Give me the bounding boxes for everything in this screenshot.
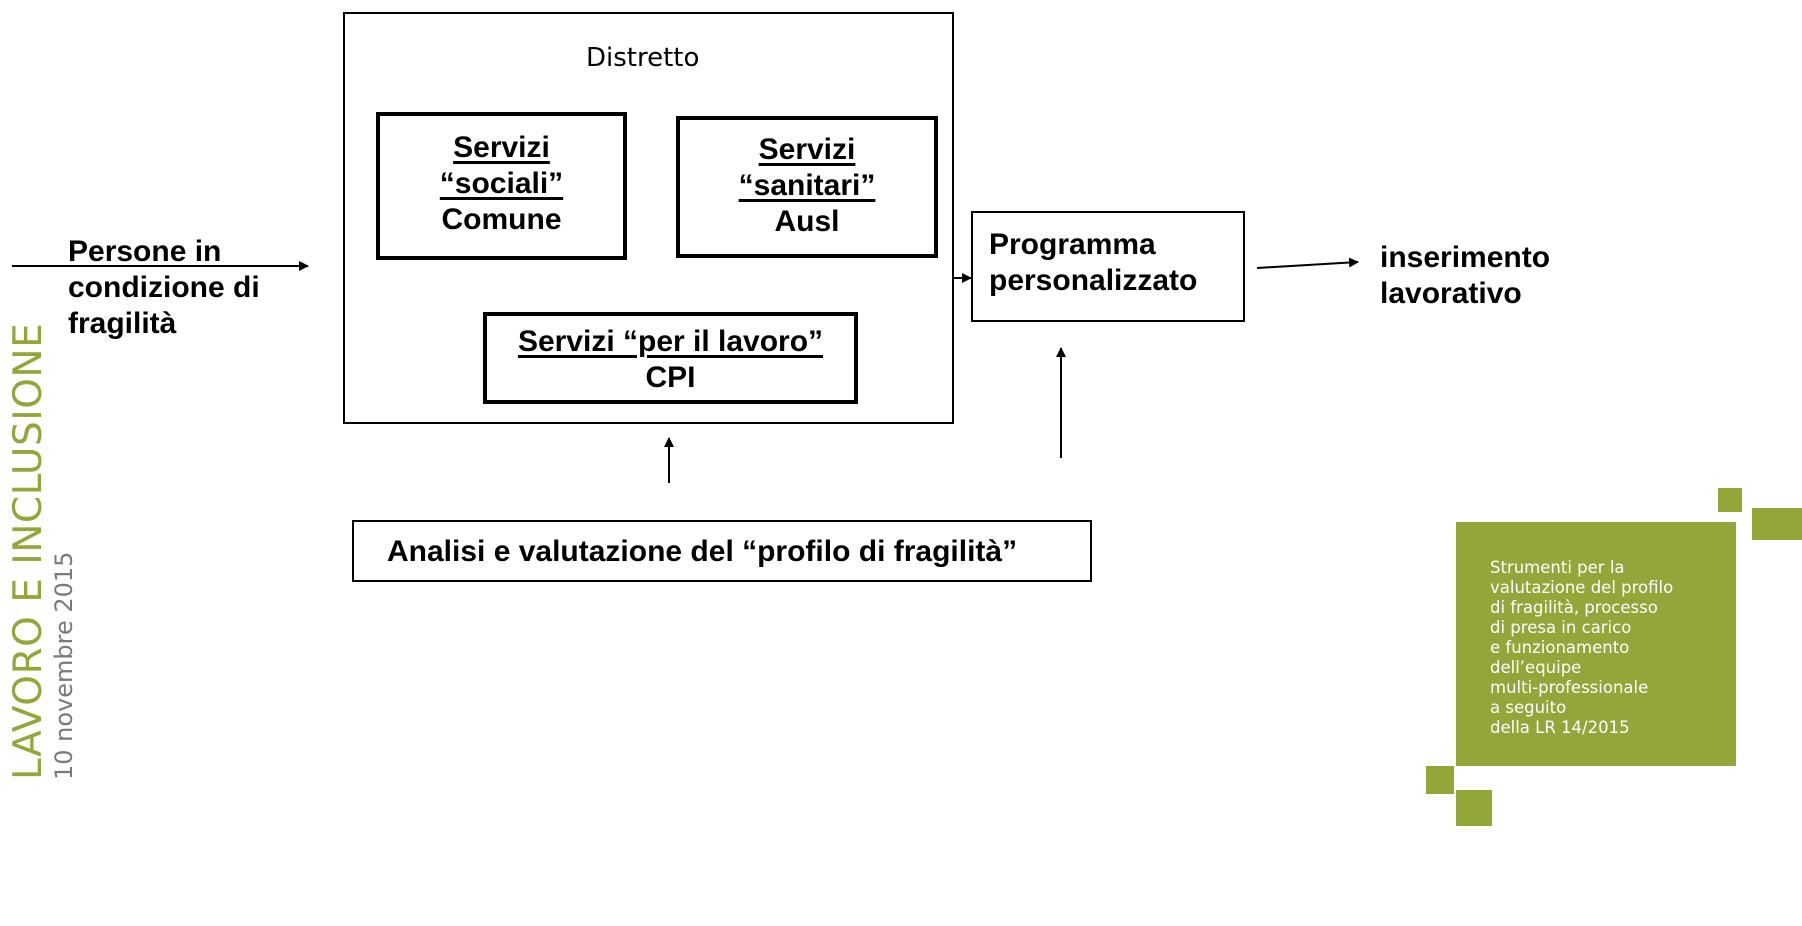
brand-panel [1456,522,1736,766]
brand-title: LAVORO E INCLUSIONE [6,322,51,780]
analysis-box: Analisi e valutazione del “profilo di fr… [352,520,1092,582]
health-services-label: Servizi [758,133,856,166]
social-services-box: Servizi “sociali” Comune [376,112,627,260]
brand-square-bottom [1456,790,1492,826]
program-label-line2: personalizzato [989,264,1198,297]
brand-date: 10 novembre 2015 [50,551,78,780]
program-box: Programma personalizzato [971,211,1245,322]
program-label-line1: Programma [989,228,1156,261]
social-services-type: “sociali” [439,167,564,200]
social-services-provider: Comune [441,203,562,236]
health-services-box: Servizi “sanitari” Ausl [676,116,938,258]
district-title: Distretto [586,43,700,73]
work-services-label: Servizi “per il lavoro” [517,325,824,358]
social-services-label: Servizi [453,131,550,164]
work-services-box: Servizi “per il lavoro” CPI [483,312,858,404]
brand-square-bottom-left [1426,766,1454,794]
health-services-provider: Ausl [774,205,840,238]
input-label: Persone in condizione di fragilità [68,235,260,340]
program-output-arrow [1256,257,1359,269]
brand-square-top-right [1752,508,1802,540]
analysis-label: Analisi e valutazione del “profilo di fr… [387,535,1018,568]
brand-square-top [1718,488,1742,512]
health-services-type: “sanitari” [738,169,876,202]
output-label: inserimento lavorativo [1380,241,1551,310]
side-branding: LAVORO E INCLUSIONE 10 novembre 2015 [6,322,78,780]
brand-description: Strumenti per la valutazione del profilo… [1490,558,1674,737]
work-services-provider: CPI [645,361,696,394]
